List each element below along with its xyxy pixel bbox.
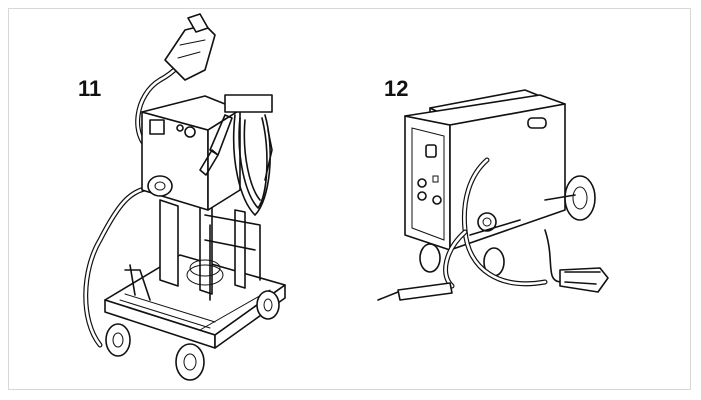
figure-label-12: 12 xyxy=(384,76,409,101)
figure-label-11: 11 xyxy=(78,76,102,101)
